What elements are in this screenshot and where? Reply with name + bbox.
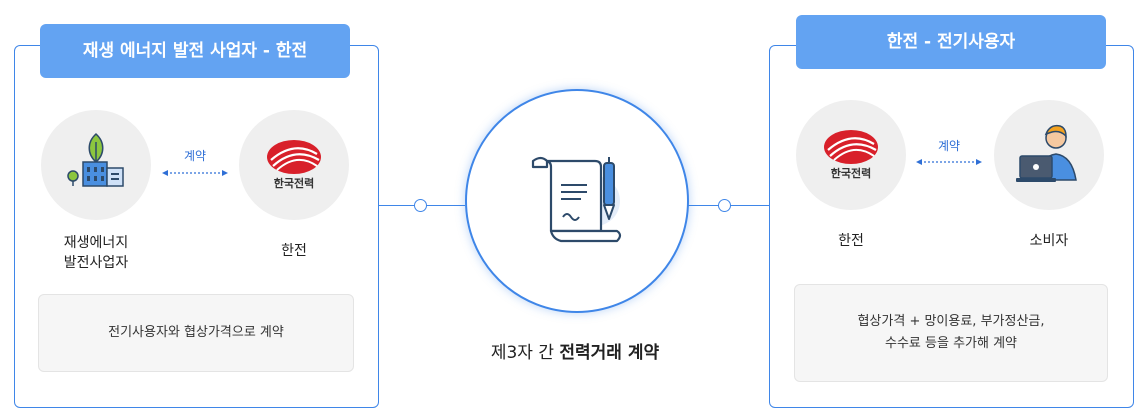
consumer-label: 소비자 xyxy=(1029,233,1069,249)
generator-label: 재생에너지 발전사업자 xyxy=(40,233,152,273)
generator-label-line2: 발전사업자 xyxy=(63,255,129,271)
kepco-logo-icon: 한국전력 xyxy=(824,130,878,180)
kepco-circle-right: 한국전력 xyxy=(796,100,906,210)
kepco-circle-left: 한국전력 xyxy=(239,110,349,220)
right-note: 협상가격 + 망이용료, 부가정산금, 수수료 등을 추가해 계약 xyxy=(794,284,1108,382)
connector-node-right xyxy=(718,199,731,212)
right-note-line1: 협상가격 + 망이용료, 부가정산금, xyxy=(857,314,1045,329)
contract-circle xyxy=(465,89,689,313)
kepco-logo-icon: 한국전력 xyxy=(267,140,321,190)
left-contract-label: 계약 xyxy=(183,149,207,163)
center-caption-prefix: 제3자 간 xyxy=(490,343,560,363)
consumer-laptop-icon xyxy=(1016,124,1077,182)
kepco-label-right: 한전 xyxy=(838,233,864,249)
left-panel-title: 재생 에너지 발전 사업자 - 한전 xyxy=(40,24,350,78)
left-note: 전기사용자와 협상가격으로 계약 xyxy=(38,294,354,372)
generator-label-line1: 재생에너지 xyxy=(63,235,129,251)
right-panel-title: 한전 - 전기사용자 xyxy=(796,15,1106,69)
generator-circle xyxy=(41,110,151,220)
kepco-logo-text: 한국전력 xyxy=(274,176,314,190)
right-contract-label: 계약 xyxy=(937,139,961,153)
center-caption: 제3자 간 전력거래 계약 xyxy=(440,338,710,363)
left-contract-arrow xyxy=(162,170,228,176)
right-contract-arrow xyxy=(916,159,982,165)
connector-node-left xyxy=(414,199,427,212)
center-caption-bold: 전력거래 계약 xyxy=(559,343,660,363)
kepco-logo-text: 한국전력 xyxy=(831,166,871,180)
contract-scroll-icon xyxy=(531,156,622,243)
consumer-circle xyxy=(994,100,1104,210)
right-note-line2: 수수료 등을 추가해 계약 xyxy=(885,336,1017,351)
kepco-label-left: 한전 xyxy=(281,243,307,259)
building-plant-icon xyxy=(67,132,124,187)
